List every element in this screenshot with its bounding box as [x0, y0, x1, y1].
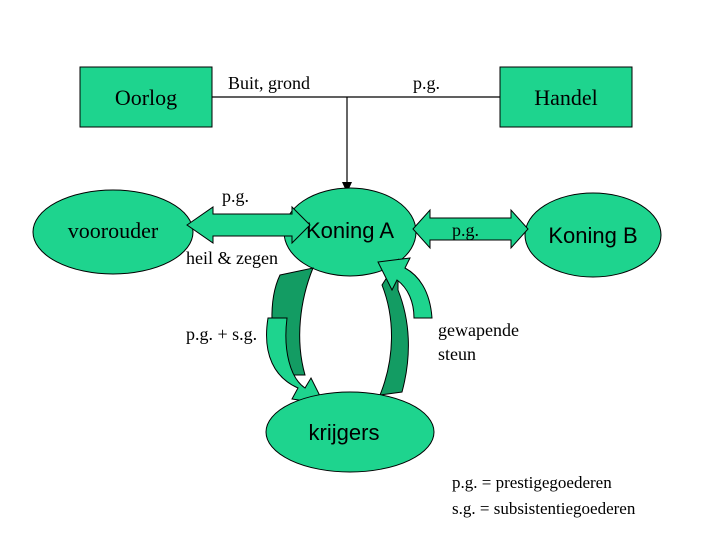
exchange-loop	[266, 257, 433, 405]
heil-zegen-label: heil & zegen	[186, 248, 278, 268]
gewapende-steun-label-2: steun	[438, 344, 476, 364]
double-arrow-koning-a-koning-b	[412, 208, 529, 250]
krijgers-label: krijgers	[309, 420, 380, 445]
pg-left-label: p.g.	[222, 186, 249, 206]
double-arrow-voorouder-koning-a	[186, 205, 311, 245]
pg-top-label: p.g.	[413, 73, 440, 93]
oorlog-box	[79, 66, 213, 128]
voorouder-label: voorouder	[68, 218, 159, 243]
arrow-down-head	[342, 182, 352, 193]
buit-grond-label: Buit, grond	[228, 73, 310, 93]
handel-box	[499, 66, 633, 128]
legend-line-1: p.g. = prestigegoederen	[452, 473, 612, 492]
koning-b-ellipse	[524, 192, 662, 278]
krijgers-ellipse	[265, 391, 435, 473]
koning-a-label: Koning A	[306, 218, 394, 243]
gewapende-steun-label-1: gewapende	[438, 320, 519, 340]
oorlog-label: Oorlog	[115, 85, 177, 110]
pg-sg-label: p.g. + s.g.	[186, 324, 257, 344]
pg-right-label: p.g.	[452, 220, 479, 240]
handel-label: Handel	[534, 85, 598, 110]
legend-line-2: s.g. = subsistentiegoederen	[452, 499, 636, 518]
voorouder-ellipse	[32, 189, 194, 275]
loop-right-band	[379, 258, 409, 396]
koning-b-label: Koning B	[548, 223, 637, 248]
loop-right-arrow	[377, 257, 433, 319]
